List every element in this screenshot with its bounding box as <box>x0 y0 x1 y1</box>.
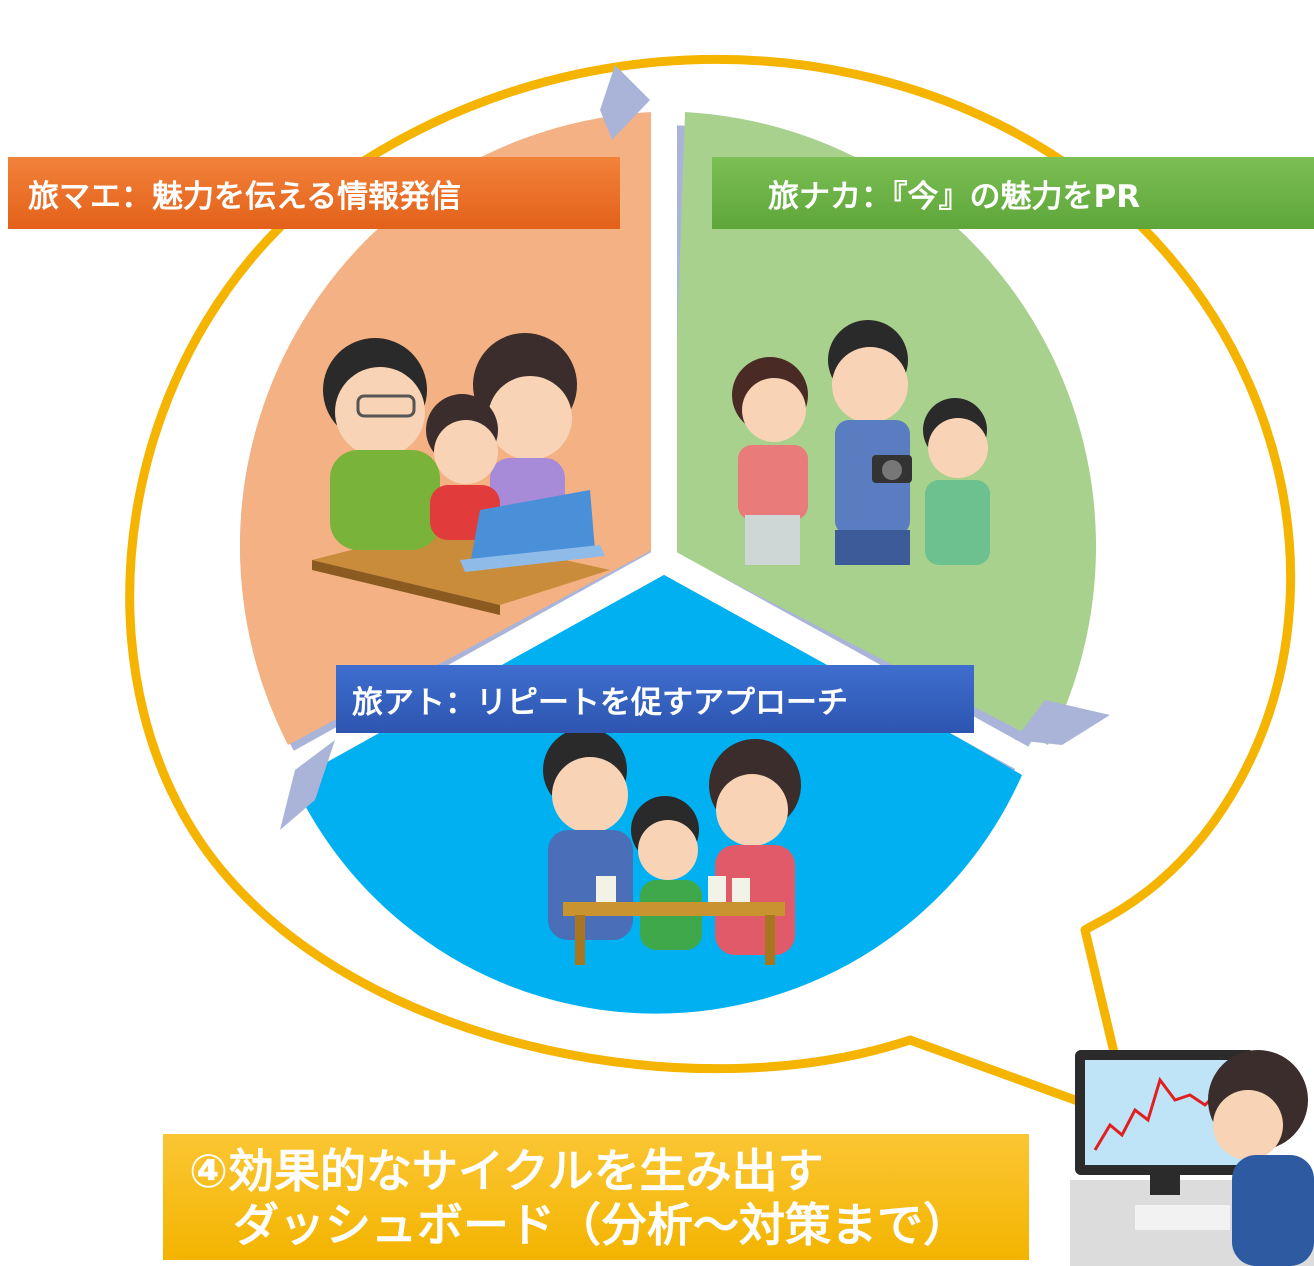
label-after: 旅アト：リピートを促すアプローチ <box>336 665 974 733</box>
caption-line-1: ④効果的なサイクルを生み出す <box>189 1144 824 1198</box>
label-before: 旅マエ：魅力を伝える情報発信 <box>8 157 620 229</box>
caption-line-2: ダッシュボード（分析～対策まで） <box>233 1198 969 1252</box>
caption-box: ④効果的なサイクルを生み出す ダッシュボード（分析～対策まで） <box>163 1134 1029 1260</box>
family-computer-illustration <box>312 333 610 615</box>
family-tea-table-illustration <box>543 728 801 965</box>
arrow-head-top-icon <box>600 65 650 140</box>
speech-bubble-outline <box>125 54 1295 1125</box>
arrow-head-left-icon <box>280 740 335 830</box>
label-during: 旅ナカ：『今』の魅力をPR <box>712 157 1314 229</box>
family-sightseeing-camera-illustration <box>732 320 990 565</box>
arrow-head-right-icon <box>1015 700 1110 745</box>
analyst-monitor-chart-illustration <box>1070 1050 1314 1266</box>
